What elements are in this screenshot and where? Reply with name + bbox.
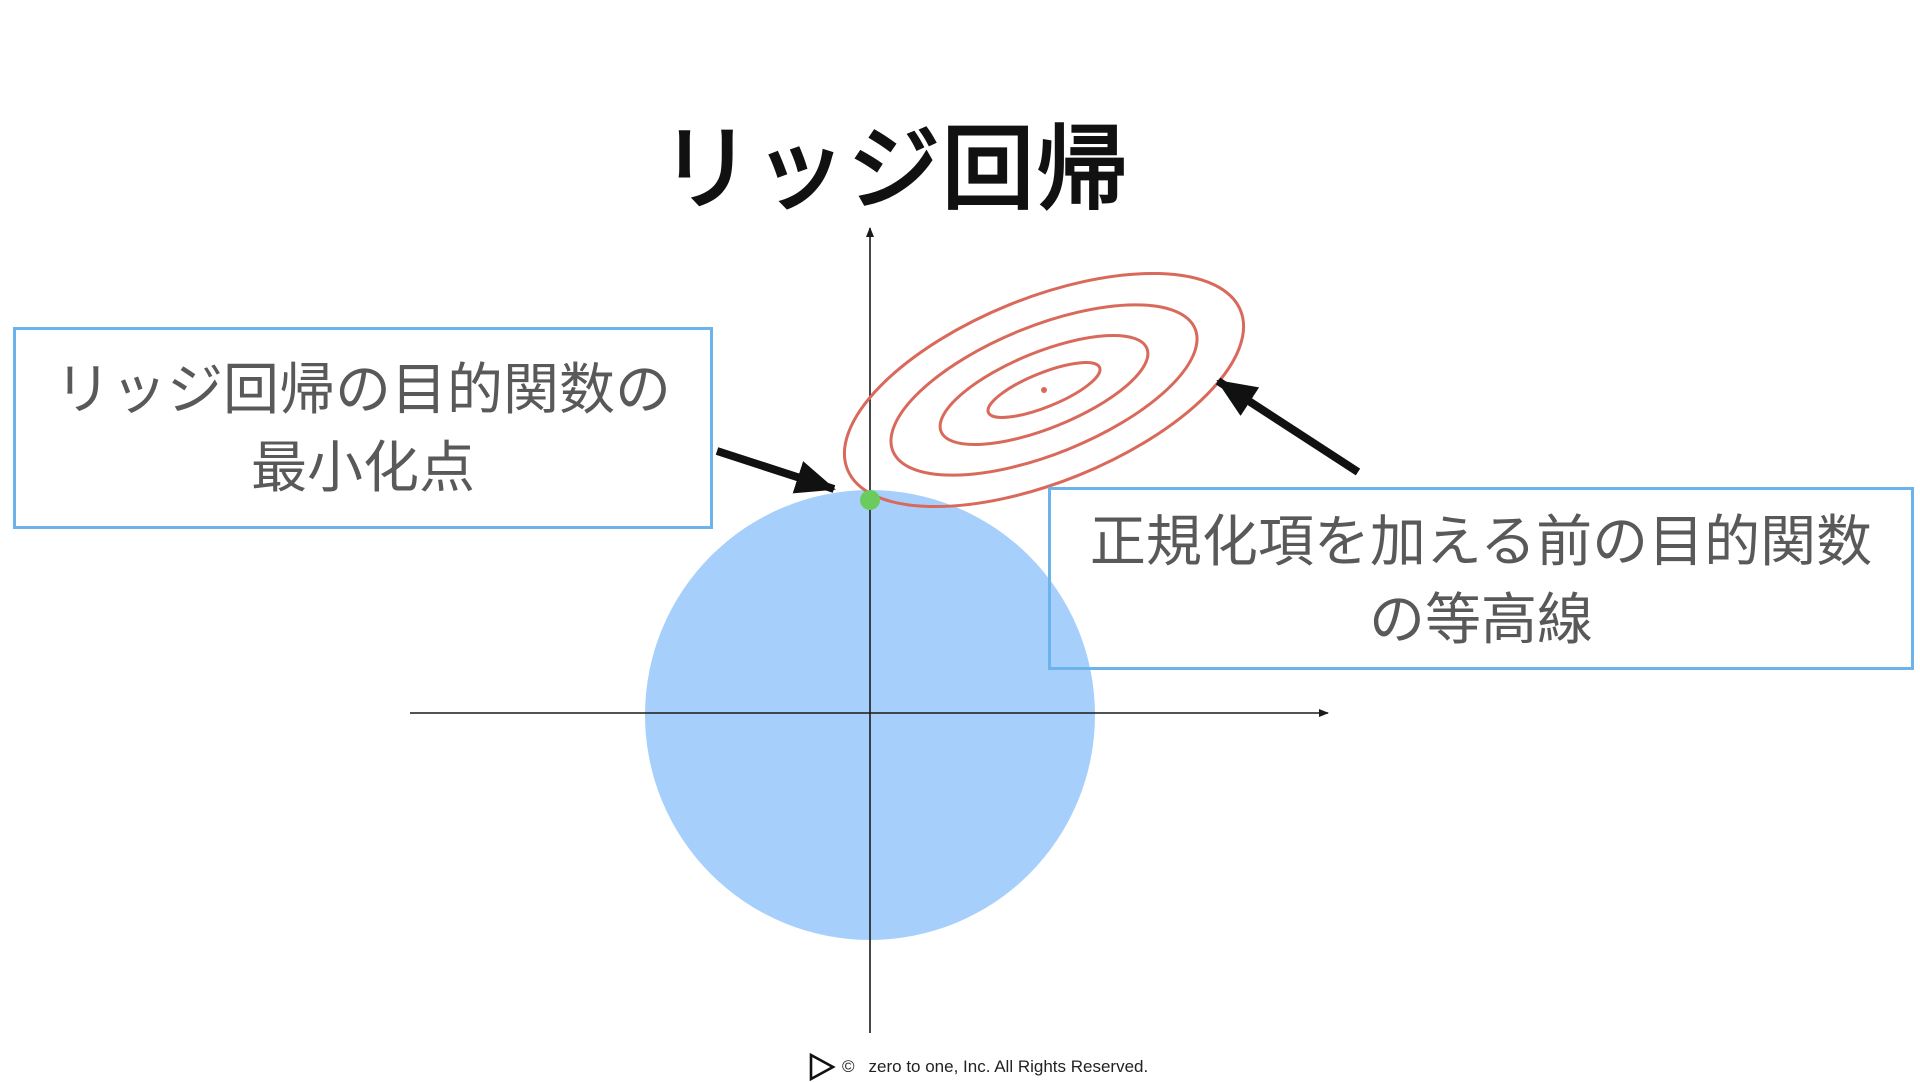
minimum-point-callout: リッジ回帰の目的関数の 最小化点 <box>13 327 713 529</box>
unregularized-minimum-point <box>1041 387 1047 393</box>
copyright-symbol: © <box>842 1057 855 1076</box>
contour-callout-line2: の等高線 <box>1369 588 1593 653</box>
play-triangle-icon <box>809 1053 836 1081</box>
slide-title: リッジ回帰 <box>659 116 1130 223</box>
contour-lines <box>842 271 1246 509</box>
minimum-point-callout-line1: リッジ回帰の目的関数の <box>55 358 671 423</box>
footer: © zero to one, Inc. All Rights Reserved. <box>808 1052 1148 1082</box>
ridge-minimum-point <box>860 490 880 510</box>
contour-second <box>938 333 1150 447</box>
right-pointer-arrow <box>1215 377 1361 476</box>
contour-callout: 正規化項を加える前の目的関数 の等高線 <box>1048 487 1914 670</box>
left-pointer-arrow <box>715 447 836 494</box>
contour-outer <box>842 271 1246 509</box>
minimum-point-callout-line2: 最小化点 <box>251 436 475 501</box>
contour-inner <box>986 361 1102 419</box>
contour-callout-line1: 正規化項を加える前の目的関数 <box>1089 510 1873 575</box>
copyright-text: zero to one, Inc. All Rights Reserved. <box>868 1057 1149 1076</box>
contour-third <box>889 303 1199 477</box>
